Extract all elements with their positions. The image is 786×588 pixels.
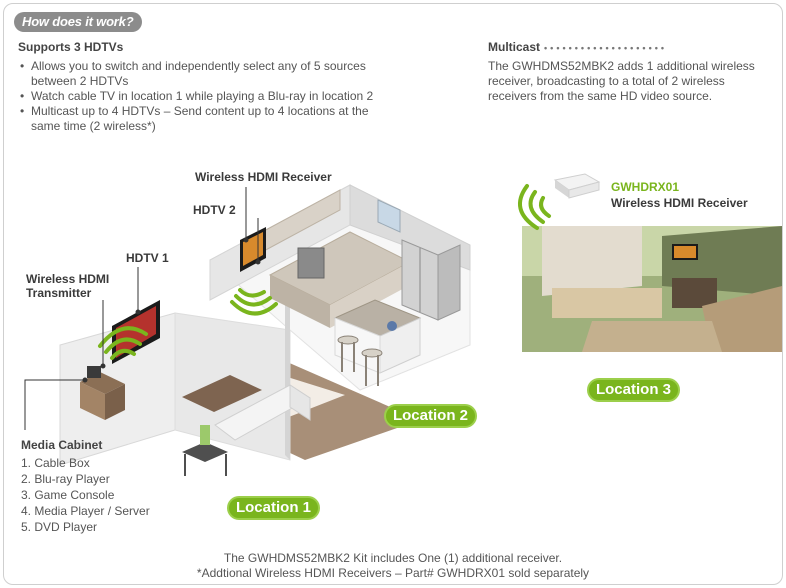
- stove: [297, 247, 325, 279]
- patio-tv-screen: [674, 246, 696, 258]
- multicast-title: Multicast••••••••••••••••••••: [488, 40, 667, 54]
- receiver-side: [568, 181, 600, 199]
- transmitter-label: Wireless HDMI Transmitter: [26, 272, 109, 300]
- media-cabinet-item: 2. Blu-ray Player: [21, 472, 110, 486]
- side-table: [182, 442, 228, 462]
- patio-photo: [522, 226, 782, 352]
- supports-bullets: Allows you to switch and independently s…: [18, 59, 378, 134]
- media-cabinet-item: 4. Media Player / Server: [21, 504, 150, 518]
- media-cabinet-item: 1. Cable Box: [21, 456, 90, 470]
- header-title: How does it work?: [22, 14, 134, 29]
- patio-floor: [552, 288, 662, 318]
- wireless-waves-receiver-2: [230, 288, 278, 316]
- gwhdrx01-receiver: [517, 173, 601, 230]
- pointer-lines: [24, 187, 261, 430]
- receiver-front: [555, 180, 569, 198]
- multicast-title-text: Multicast: [488, 40, 541, 54]
- media-cabinet-item: 5. DVD Player: [21, 520, 98, 534]
- media-cabinet-side: [105, 384, 125, 420]
- media-cabinet-title: Media Cabinet: [21, 438, 103, 452]
- counter-front: [270, 275, 330, 328]
- footer-line1: The GWHDMS52MBK2 Kit includes One (1) ad…: [223, 551, 563, 565]
- media-cabinet-list: 1. Cable Box 2. Blu-ray Player 3. Game C…: [21, 455, 150, 535]
- fruit-bowl: [387, 321, 397, 331]
- wireless-waves-receiver-3: [517, 184, 551, 230]
- patio-house: [542, 226, 642, 296]
- transmitter-label-line2: Transmitter: [26, 286, 92, 300]
- wireless-waves-transmitter: [98, 326, 148, 360]
- multicast-text: The GWHDMS52MBK2 adds 1 additional wirel…: [488, 59, 755, 103]
- supports-bullet: Multicast up to 4 HDTVs – Send content u…: [18, 104, 378, 134]
- header-pill: How does it work?: [14, 12, 142, 32]
- media-cabinet-front: [80, 382, 105, 420]
- footer-line2: *Addtional Wireless HDMI Receivers – Par…: [196, 566, 590, 580]
- island-front: [334, 317, 381, 374]
- supports-bullet: Allows you to switch and independently s…: [18, 59, 378, 89]
- supports-bullet: Watch cable TV in location 1 while playi…: [18, 89, 378, 104]
- transmitter-box: [87, 366, 101, 378]
- transmitter-label-line1: Wireless HDMI: [26, 272, 110, 286]
- gwhdrx-name-label: Wireless HDMI Receiver: [611, 196, 748, 210]
- partition-wall: [285, 285, 290, 460]
- stone-ledge: [582, 321, 722, 352]
- receiver-top-label: Wireless HDMI Receiver: [195, 170, 332, 184]
- stone-wall: [702, 286, 782, 352]
- sofa-arm: [289, 384, 311, 421]
- patio-pergola: [672, 278, 717, 308]
- location-3-badge: Location 3: [587, 378, 680, 402]
- dotted-rule: ••••••••••••••••••••: [544, 42, 668, 53]
- gwhdrx-model-label: GWHDRX01: [611, 180, 680, 194]
- kitchen-window: [377, 199, 401, 233]
- supports-title: Supports 3 HDTVs: [18, 40, 124, 54]
- location-1-badge: Location 1: [227, 496, 320, 520]
- media-cabinet-item: 3. Game Console: [21, 488, 115, 502]
- coffee-table: [182, 375, 262, 412]
- hdtv1-screen: [116, 306, 156, 358]
- hdtv2-label: HDTV 2: [193, 203, 236, 217]
- fridge-side: [437, 244, 461, 321]
- hdtv1-label: HDTV 1: [126, 251, 169, 265]
- location-2-badge: Location 2: [384, 404, 477, 428]
- plant: [200, 425, 210, 445]
